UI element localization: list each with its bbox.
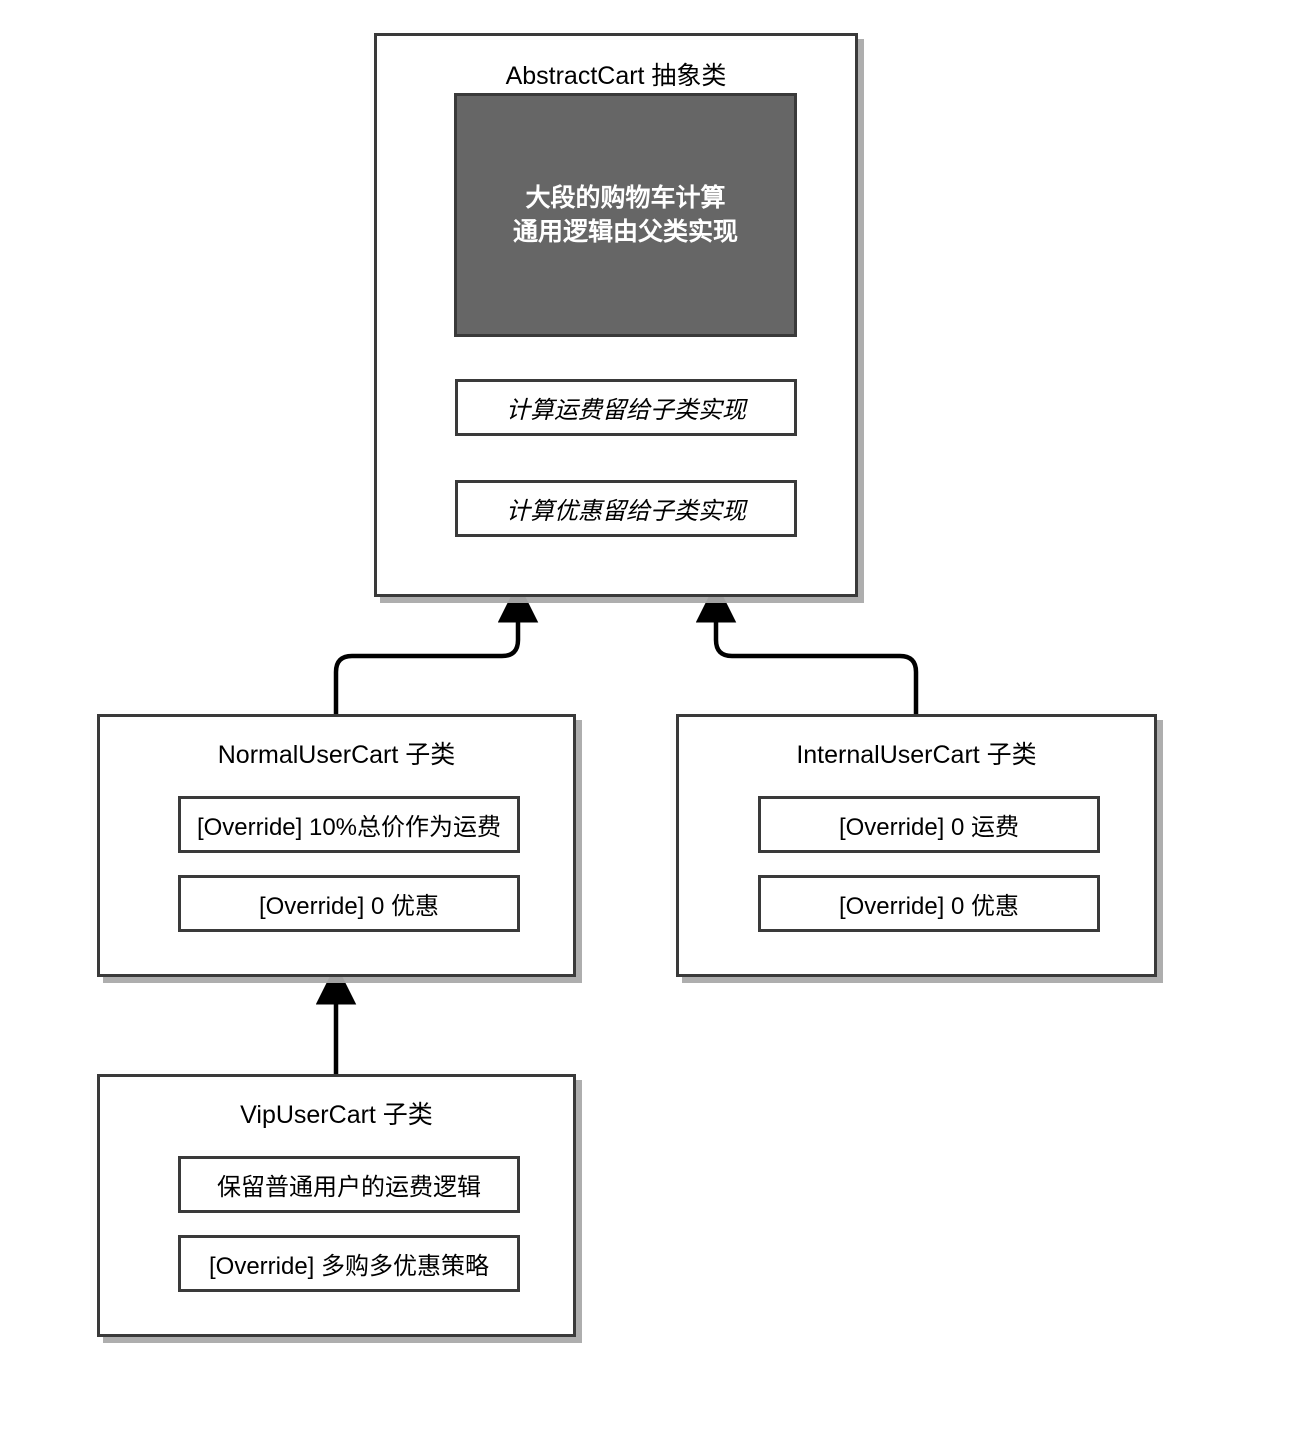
class-title-normal-user-cart: NormalUserCart 子类 <box>217 741 456 769</box>
member-normal-shipping[interactable]: [Override] 10%总价作为运费 <box>178 796 520 853</box>
member-normal-discount[interactable]: [Override] 0 优惠 <box>178 875 520 932</box>
member-common-logic[interactable]: 大段的购物车计算 通用逻辑由父类实现 <box>454 93 797 337</box>
class-title-abstract-cart: AbstractCart 抽象类 <box>505 62 727 90</box>
edge-normal-to-abstract <box>333 582 539 714</box>
member-calc-shipping[interactable]: 计算运费留给子类实现 <box>455 379 797 436</box>
member-calc-discount[interactable]: 计算优惠留给子类实现 <box>455 480 797 537</box>
class-title-vip-user-cart: VipUserCart 子类 <box>240 1101 433 1129</box>
member-vip-discount[interactable]: [Override] 多购多优惠策略 <box>178 1235 520 1292</box>
class-title-internal-user-cart: InternalUserCart 子类 <box>796 741 1037 769</box>
member-internal-discount[interactable]: [Override] 0 优惠 <box>758 875 1100 932</box>
member-internal-shipping[interactable]: [Override] 0 运费 <box>758 796 1100 853</box>
edge-internal-to-abstract <box>695 582 919 714</box>
class-box-normal-user-cart[interactable]: NormalUserCart 子类 [Override] 10%总价作为运费 [… <box>97 714 576 977</box>
class-box-abstract-cart[interactable]: AbstractCart 抽象类 大段的购物车计算 通用逻辑由父类实现 计算运费… <box>374 33 858 597</box>
class-box-vip-user-cart[interactable]: VipUserCart 子类 保留普通用户的运费逻辑 [Override] 多购… <box>97 1074 576 1337</box>
class-box-internal-user-cart[interactable]: InternalUserCart 子类 [Override] 0 运费 [Ove… <box>676 714 1157 977</box>
member-vip-shipping[interactable]: 保留普通用户的运费逻辑 <box>178 1156 520 1213</box>
